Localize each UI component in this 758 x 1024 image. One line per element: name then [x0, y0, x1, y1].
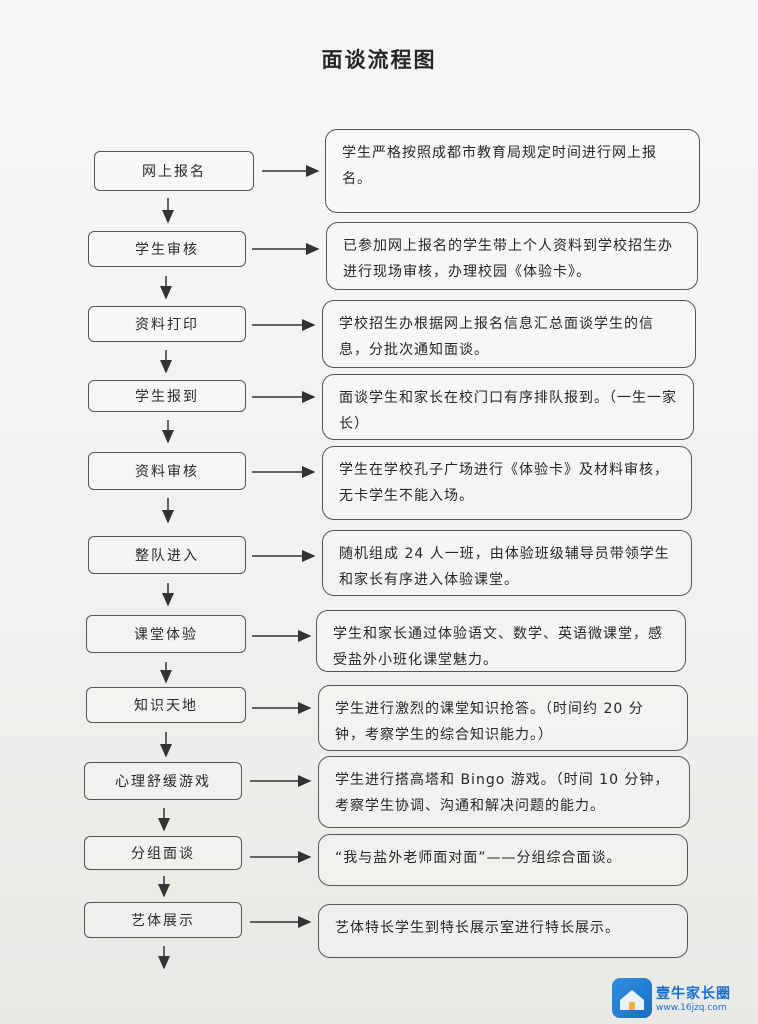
step-box-1: 网上报名	[94, 151, 254, 191]
watermark-url: www.16jzq.com	[656, 1003, 727, 1013]
step-box-4: 学生报到	[88, 380, 246, 412]
step-label-8: 知识天地	[134, 698, 198, 714]
step-label-4: 学生报到	[135, 389, 199, 405]
step-label-6: 整队进入	[135, 548, 199, 564]
desc-box-5: 学生在学校孔子广场进行《体验卡》及材料审核，无卡学生不能入场。	[322, 446, 692, 520]
step-label-2: 学生审核	[135, 242, 199, 258]
desc-box-6: 随机组成 24 人一班，由体验班级辅导员带领学生和家长有序进入体验课堂。	[322, 530, 692, 596]
step-box-6: 整队进入	[88, 536, 246, 574]
step-label-5: 资料审核	[135, 464, 199, 480]
desc-text-7: 学生和家长通过体验语文、数学、英语微课堂，感受盐外小班化课堂魅力。	[333, 626, 663, 668]
step-label-9: 心理舒缓游戏	[115, 774, 211, 790]
desc-text-1: 学生严格按照成都市教育局规定时间进行网上报名。	[342, 145, 657, 187]
desc-box-4: 面谈学生和家长在校门口有序排队报到。（一生一家长）	[322, 374, 694, 440]
desc-text-9: 学生进行搭高塔和 Bingo 游戏。（时间 10 分钟，考察学生协调、沟通和解决…	[335, 772, 670, 814]
step-box-2: 学生审核	[88, 231, 246, 267]
desc-box-11: 艺体特长学生到特长展示室进行特长展示。	[318, 904, 688, 958]
step-box-7: 课堂体验	[86, 615, 246, 653]
desc-text-3: 学校招生办根据网上报名信息汇总面谈学生的信息，分批次通知面谈。	[339, 316, 654, 358]
desc-box-3: 学校招生办根据网上报名信息汇总面谈学生的信息，分批次通知面谈。	[322, 300, 696, 368]
desc-box-2: 已参加网上报名的学生带上个人资料到学校招生办进行现场审核，办理校园《体验卡》。	[326, 222, 698, 290]
desc-box-1: 学生严格按照成都市教育局规定时间进行网上报名。	[325, 129, 700, 213]
desc-text-6: 随机组成 24 人一班，由体验班级辅导员带领学生和家长有序进入体验课堂。	[339, 546, 670, 588]
desc-text-11: 艺体特长学生到特长展示室进行特长展示。	[335, 920, 620, 936]
step-box-11: 艺体展示	[84, 902, 242, 938]
step-box-8: 知识天地	[86, 687, 246, 723]
watermark-name: 壹牛家长圈	[656, 986, 731, 1002]
step-box-3: 资料打印	[88, 306, 246, 342]
desc-box-10: “我与盐外老师面对面”——分组综合面谈。	[318, 834, 688, 886]
step-box-9: 心理舒缓游戏	[84, 762, 242, 800]
desc-box-7: 学生和家长通过体验语文、数学、英语微课堂，感受盐外小班化课堂魅力。	[316, 610, 686, 672]
watermark-logo: 壹牛家长圈 www.16jzq.com	[612, 976, 752, 1020]
desc-text-4: 面谈学生和家长在校门口有序排队报到。（一生一家长）	[339, 390, 677, 432]
house-icon	[612, 978, 652, 1018]
step-box-10: 分组面谈	[84, 836, 242, 870]
desc-text-8: 学生进行激烈的课堂知识抢答。（时间约 20 分钟，考察学生的综合知识能力。）	[335, 701, 644, 743]
step-label-10: 分组面谈	[131, 846, 195, 862]
step-box-5: 资料审核	[88, 452, 246, 490]
page-title: 面谈流程图	[321, 48, 437, 72]
step-label-11: 艺体展示	[131, 913, 195, 929]
desc-box-9: 学生进行搭高塔和 Bingo 游戏。（时间 10 分钟，考察学生协调、沟通和解决…	[318, 756, 690, 828]
step-label-3: 资料打印	[135, 317, 199, 333]
desc-text-10: “我与盐外老师面对面”——分组综合面谈。	[335, 850, 622, 866]
desc-text-2: 已参加网上报名的学生带上个人资料到学校招生办进行现场审核，办理校园《体验卡》。	[343, 238, 673, 280]
step-label-1: 网上报名	[142, 164, 206, 180]
desc-text-5: 学生在学校孔子广场进行《体验卡》及材料审核，无卡学生不能入场。	[339, 462, 669, 504]
desc-box-8: 学生进行激烈的课堂知识抢答。（时间约 20 分钟，考察学生的综合知识能力。）	[318, 685, 688, 751]
step-label-7: 课堂体验	[134, 627, 198, 643]
